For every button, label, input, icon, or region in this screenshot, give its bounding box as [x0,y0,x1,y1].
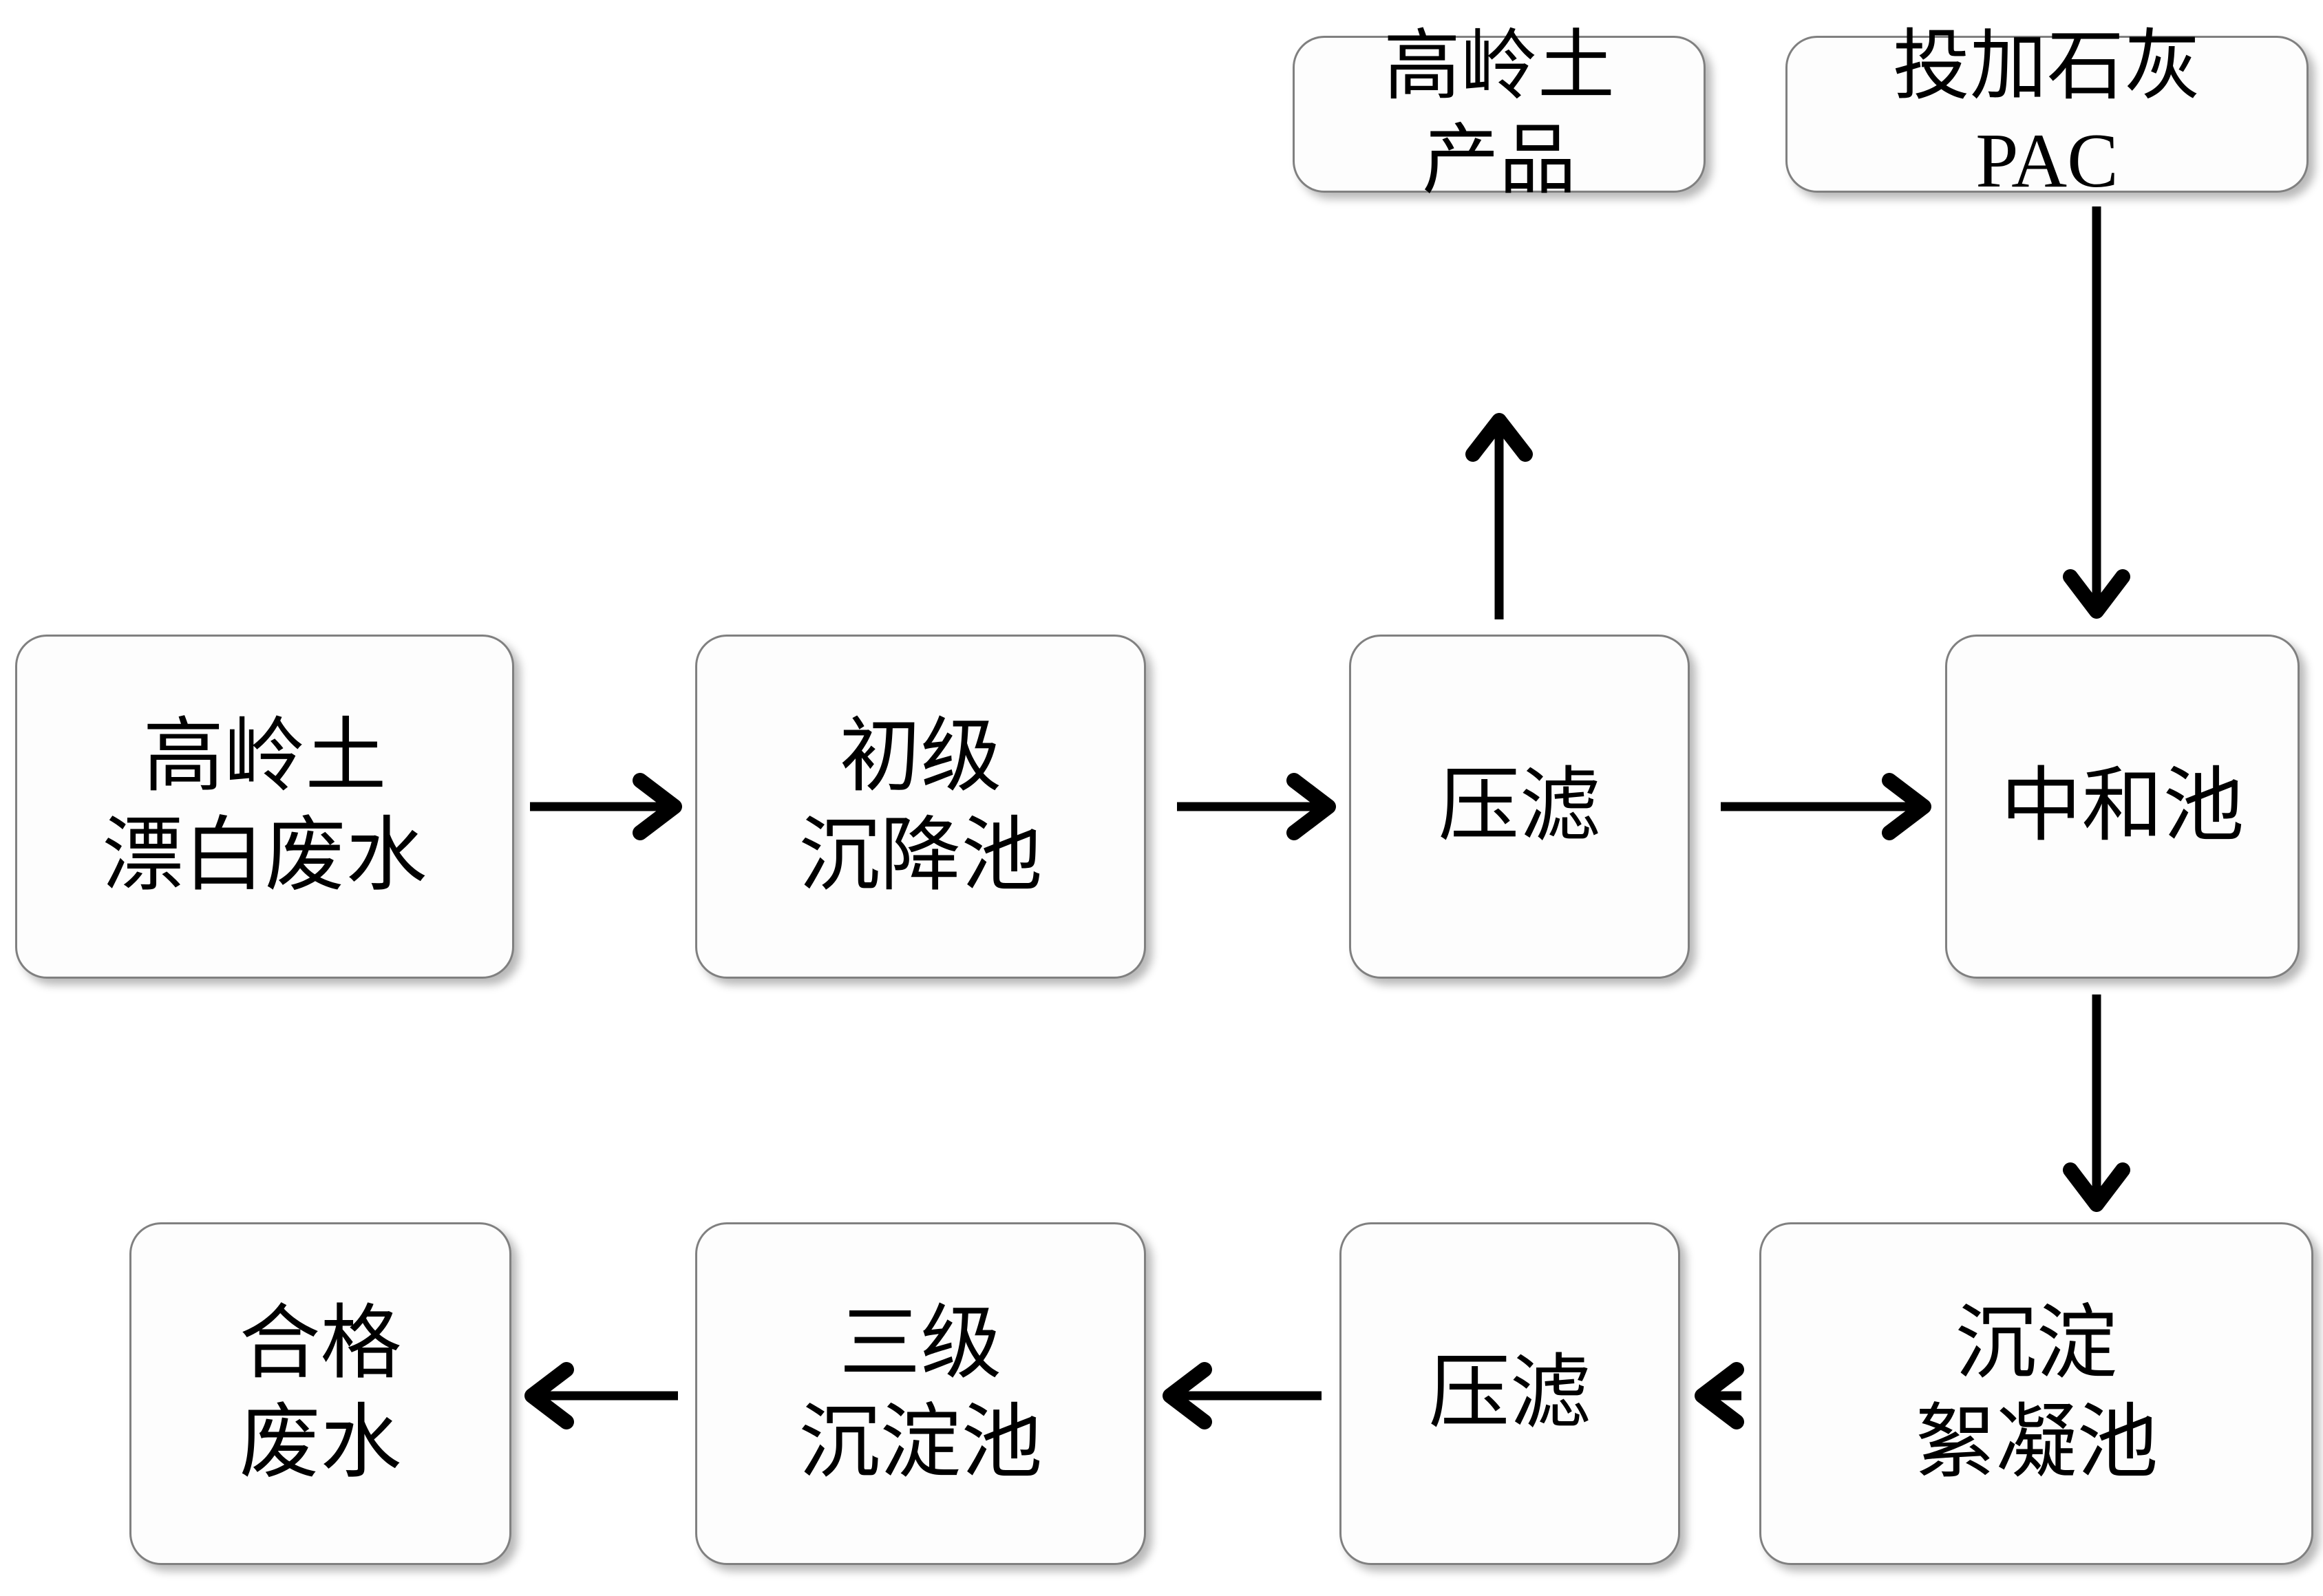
node-label-line: 中和池 [2000,761,2245,852]
arrow-press1-to-product [1465,413,1533,619]
node-label-line: 絮凝池 [1914,1398,2158,1488]
node-label-line: 压滤 [1438,761,1601,852]
node-kaolin-product[interactable]: 高岭土 产品 [1293,24,1706,204]
node-qualified-wastewater[interactable]: 合格 废水 [129,1222,511,1565]
arrow-waste-to-primary [530,773,682,840]
node-primary-settling-tank[interactable]: 初级 沉降池 [695,635,1146,979]
arrow-floc-to-press2 [1695,1362,1744,1429]
node-kaolin-bleaching-wastewater[interactable]: 高岭土 漂白废水 [15,635,514,979]
node-label-line: 沉降池 [798,811,1043,901]
arrow-limepac-to-neutral [2063,206,2130,619]
node-label-line: 投加石灰 [1893,24,2201,110]
node-label-line: 压滤 [1428,1348,1591,1439]
node-label-line: PAC [1975,118,2119,204]
node-label-line: 漂白废水 [102,811,427,901]
node-filter-press-primary[interactable]: 压滤 [1349,635,1690,979]
node-tertiary-sedimentation-tank[interactable]: 三级 沉淀池 [695,1222,1146,1565]
node-label-line: 产品 [1422,118,1576,204]
arrow-neutral-to-floc [2063,994,2130,1212]
arrow-primary-to-press1 [1177,773,1336,840]
node-lime-pac[interactable]: 投加石灰 PAC [1785,24,2309,204]
node-label-line: 废水 [239,1398,402,1488]
arrow-press1-to-neutral [1721,773,1931,840]
node-neutralization-tank[interactable]: 中和池 [1945,635,2300,979]
node-label-line: 初级 [839,712,1002,802]
arrow-tertiary-to-qualified [524,1362,678,1429]
arrow-press2-to-tertiary [1163,1362,1322,1429]
node-label-line: 沉淀 [1955,1299,2118,1390]
node-filter-press-secondary[interactable]: 压滤 [1339,1222,1680,1565]
node-sedimentation-flocculation-tank[interactable]: 沉淀 絮凝池 [1759,1222,2313,1565]
node-label-line: 沉淀池 [798,1398,1043,1488]
node-label-line: 高岭土 [142,712,387,802]
node-label-line: 高岭土 [1383,24,1615,110]
node-label-line: 合格 [239,1299,402,1390]
node-label-line: 三级 [839,1299,1002,1390]
